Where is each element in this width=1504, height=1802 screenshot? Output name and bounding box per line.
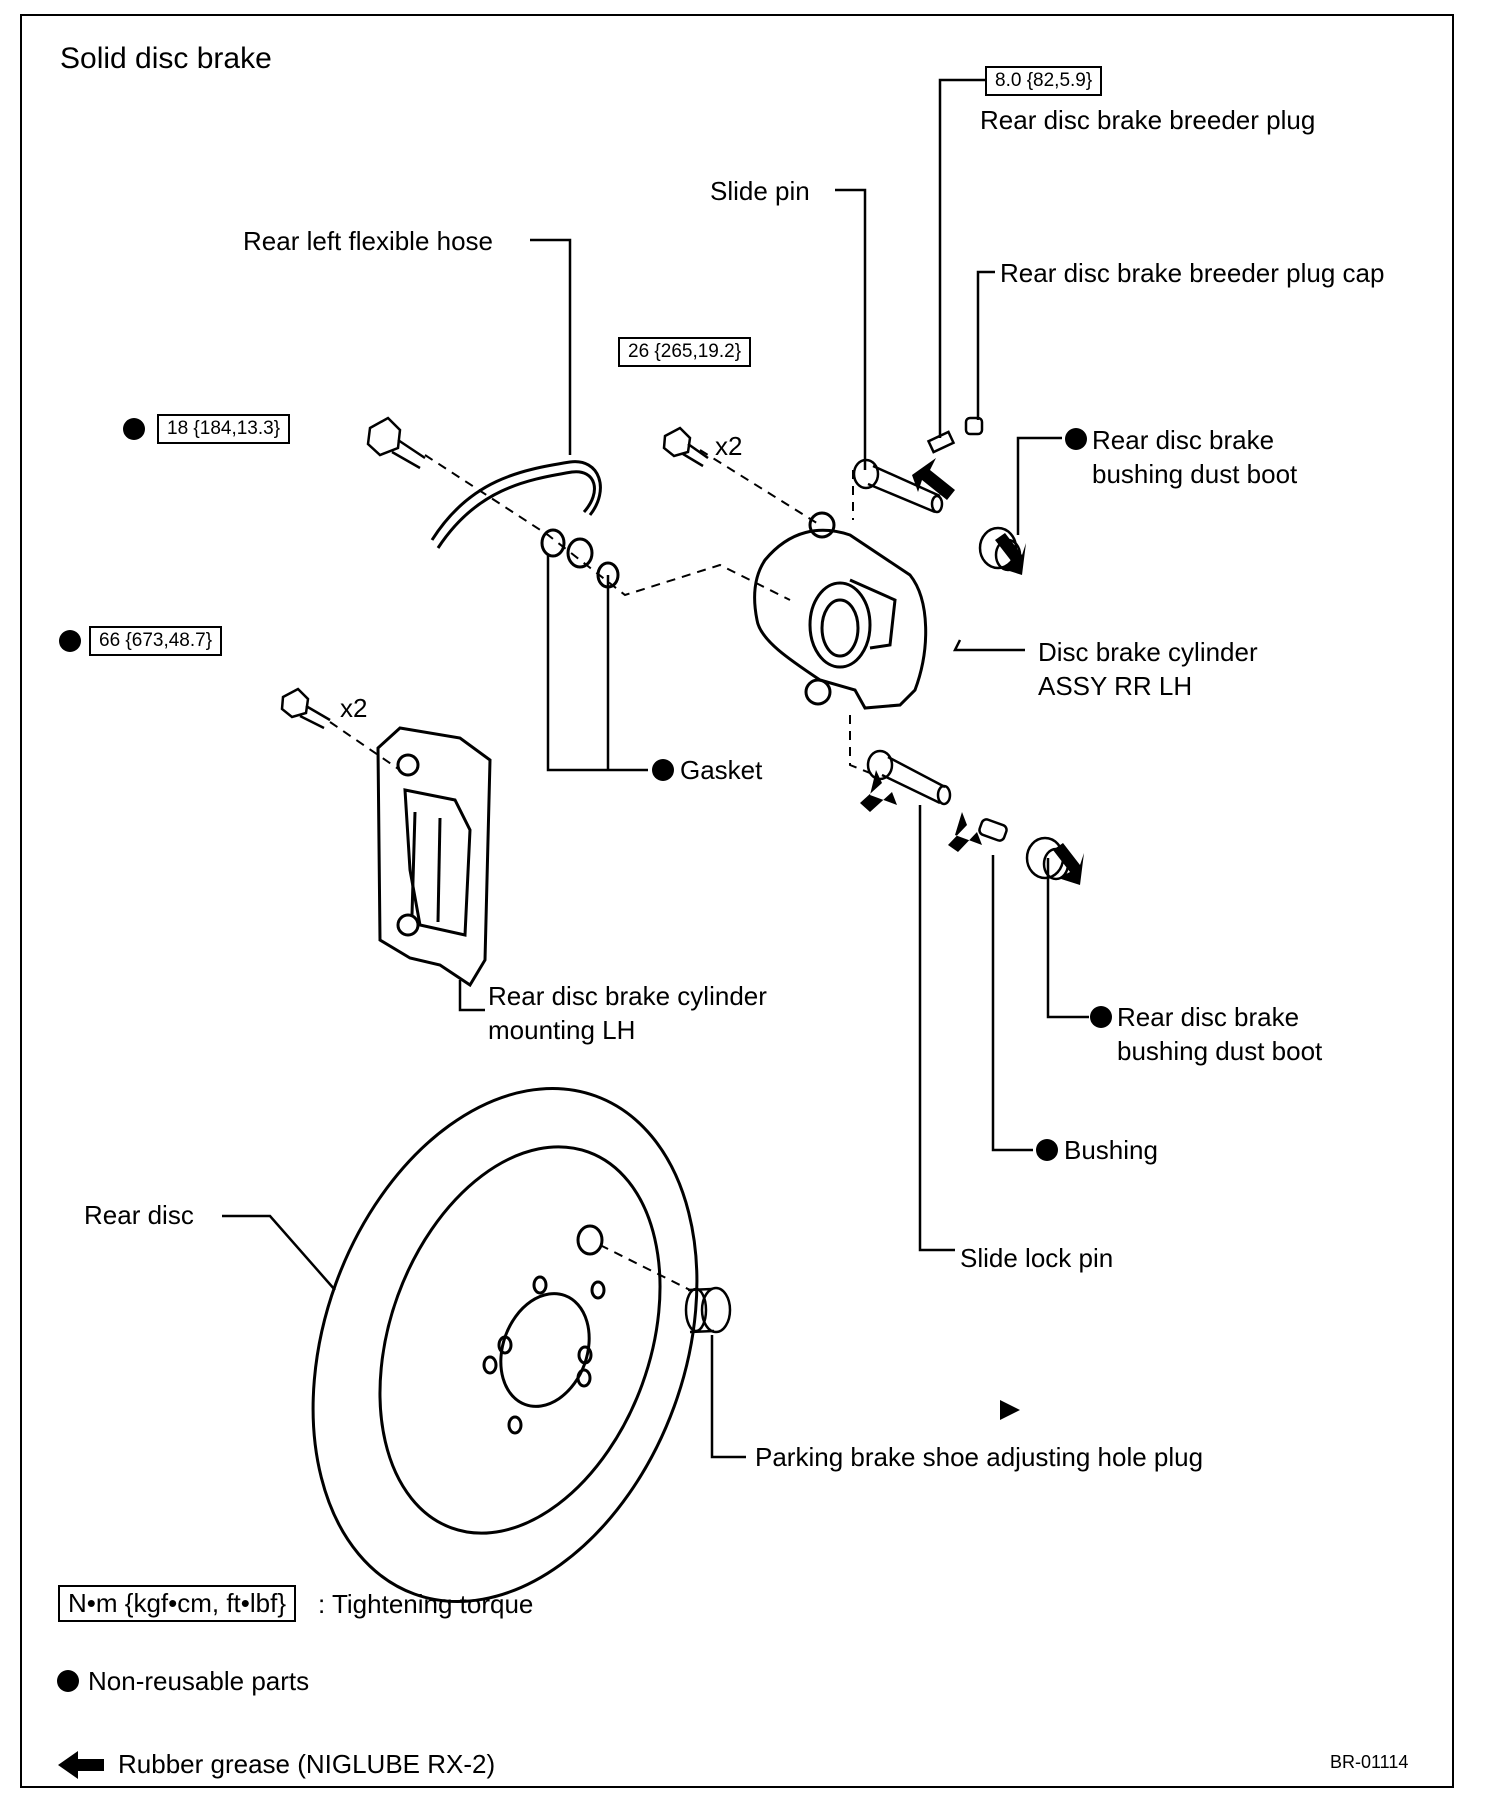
rear-disc <box>311 1086 699 1604</box>
slide-lock-pin <box>866 749 952 806</box>
label-slide-pin: Slide pin <box>710 176 810 206</box>
legend-non-reusable-dot <box>57 1670 79 1692</box>
label-mounting-1: Rear disc brake cylinder <box>488 981 767 1011</box>
label-bushing: Bushing <box>1064 1135 1158 1165</box>
label-dust-boot-upper-1: Rear disc brake <box>1092 425 1275 455</box>
caliper-bolt <box>662 426 709 468</box>
label-cylinder-2: ASSY RR LH <box>1038 671 1193 701</box>
torque-caliper-bolt: 26 {265,19.2} <box>618 337 752 367</box>
label-flexible-hose: Rear left flexible hose <box>243 226 494 256</box>
label-cylinder-1: Disc brake cylinder <box>1038 637 1258 667</box>
mounting-bolt <box>280 687 331 730</box>
label-rear-disc: Rear disc <box>84 1200 194 1230</box>
bleeder-plug <box>926 416 984 454</box>
torque-mounting-bolt: 66 {673,48.7} <box>89 626 223 656</box>
label-gasket: Gasket <box>680 755 763 785</box>
disc-brake-cylinder <box>753 511 928 710</box>
hole-plug <box>684 1286 732 1334</box>
non-reusable-dot-gasket <box>652 759 674 781</box>
grease-arrows <box>58 458 1084 1779</box>
label-dust-boot-upper-2: bushing dust boot <box>1092 459 1298 489</box>
non-reusable-dot-lower-boot <box>1090 1006 1112 1028</box>
slide-pin <box>852 458 944 514</box>
non-reusable-dot-union-bolt <box>123 418 145 440</box>
label-hole-plug: Parking brake shoe adjusting hole plug <box>755 1442 1204 1472</box>
assembly-dashes <box>329 449 876 1291</box>
diagram-title: Solid disc brake <box>60 42 272 75</box>
figure-code: BR-01114 <box>1330 1752 1409 1772</box>
legend-non-reusable: Non-reusable parts <box>88 1666 310 1696</box>
flexible-hose <box>430 460 620 589</box>
leader-lines <box>222 78 1089 1459</box>
legend-torque-box: N•m {kgf•cm, ft•lbf} <box>58 1585 297 1622</box>
legend-grease: Rubber grease (NIGLUBE RX-2) <box>118 1749 496 1779</box>
label-mounting-2: mounting LH <box>488 1015 636 1045</box>
non-reusable-dot-upper-boot <box>1065 428 1087 450</box>
label-slide-lock-pin: Slide lock pin <box>960 1243 1114 1273</box>
legend-torque-text: : Tightening torque <box>318 1589 534 1619</box>
non-reusable-dot-mounting-bolt <box>59 630 81 652</box>
label-dust-boot-lower-1: Rear disc brake <box>1117 1002 1300 1032</box>
bushing <box>978 818 1008 842</box>
union-bolt <box>366 416 426 470</box>
label-bleeder-cap: Rear disc brake breeder plug cap <box>1000 258 1385 288</box>
torque-bleeder: 8.0 {82,5.9} <box>985 66 1103 96</box>
qty-caliper-bolt: x2 <box>715 431 743 461</box>
diagram-frame <box>20 14 1454 1788</box>
qty-mounting-bolt: x2 <box>340 693 368 723</box>
label-bleeder-plug: Rear disc brake breeder plug <box>980 105 1316 135</box>
torque-union-bolt: 18 {184,13.3} <box>157 414 291 444</box>
label-dust-boot-lower-2: bushing dust boot <box>1117 1036 1323 1066</box>
non-reusable-dot-bushing <box>1036 1139 1058 1161</box>
cylinder-mounting <box>376 726 492 988</box>
